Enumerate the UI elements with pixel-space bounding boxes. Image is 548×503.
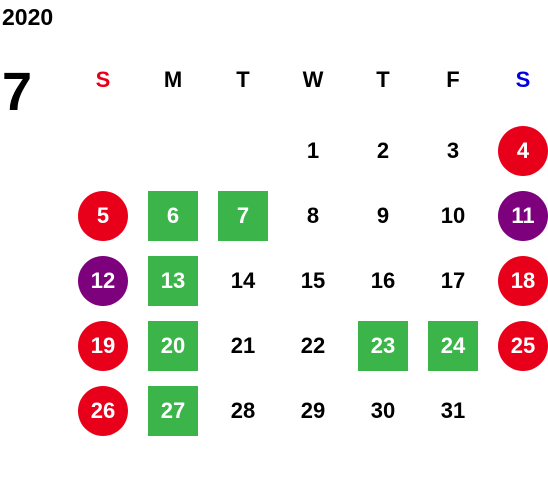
day-number: 13 [148,255,198,306]
week-row: 26 27 28 29 30 31 [68,378,548,443]
day-cell[interactable]: 18 [488,248,548,313]
day-number: 24 [428,320,478,371]
day-cell[interactable]: 9 [348,183,418,248]
day-number: 19 [78,320,128,371]
empty-day-cell [488,378,548,443]
month-number: 7 [2,62,33,122]
weekday-friday: F [446,67,460,92]
day-cell[interactable]: 21 [208,313,278,378]
day-cell[interactable]: 17 [418,248,488,313]
day-number: 28 [230,397,256,423]
day-cell[interactable]: 8 [278,183,348,248]
empty-day-cell [68,118,138,183]
day-cell[interactable]: 30 [348,378,418,443]
weekday-tuesday: T [236,67,250,92]
day-cell[interactable]: 28 [208,378,278,443]
week-row: 19 20 21 22 23 24 25 [68,313,548,378]
day-number: 6 [148,190,198,241]
weekday-header: S M T W T F S [68,62,548,98]
day-number: 7 [218,190,268,241]
day-cell[interactable]: 11 [488,183,548,248]
day-number: 26 [78,385,128,436]
weekday-wednesday: W [302,67,324,92]
day-number: 30 [370,397,396,423]
day-cell[interactable]: 27 [138,378,208,443]
day-number: 14 [230,267,256,293]
empty-day-cell [208,118,278,183]
day-number: 22 [300,332,326,358]
day-cell[interactable]: 29 [278,378,348,443]
day-cell[interactable]: 3 [418,118,488,183]
week-row: 1 2 3 4 [68,118,548,183]
day-number: 11 [498,190,548,241]
day-cell[interactable]: 19 [68,313,138,378]
day-number: 2 [376,137,390,163]
day-number: 18 [498,255,548,306]
day-cell[interactable]: 15 [278,248,348,313]
day-cell[interactable]: 23 [348,313,418,378]
day-cell[interactable]: 13 [138,248,208,313]
day-number: 4 [498,125,548,176]
day-cell[interactable]: 24 [418,313,488,378]
day-number: 29 [300,397,326,423]
day-cell[interactable]: 10 [418,183,488,248]
day-cell[interactable]: 1 [278,118,348,183]
weekday-thursday: T [376,67,390,92]
day-cell[interactable]: 6 [138,183,208,248]
day-number: 8 [306,202,320,228]
day-cell[interactable]: 12 [68,248,138,313]
day-number: 27 [148,385,198,436]
day-cell[interactable]: 20 [138,313,208,378]
year-label: 2020 [2,4,54,30]
day-number: 31 [440,397,466,423]
day-number: 25 [498,320,548,371]
day-number: 20 [148,320,198,371]
weekday-sunday: S [95,67,111,92]
day-number: 15 [300,267,326,293]
day-number: 10 [440,202,466,228]
day-number: 16 [370,267,396,293]
day-cell[interactable]: 26 [68,378,138,443]
day-number: 1 [306,137,320,163]
day-cell[interactable]: 7 [208,183,278,248]
day-number: 3 [446,137,460,163]
day-cell[interactable]: 31 [418,378,488,443]
day-cell[interactable]: 14 [208,248,278,313]
day-cell[interactable]: 25 [488,313,548,378]
day-number: 17 [440,267,466,293]
day-cell[interactable]: 22 [278,313,348,378]
day-number: 5 [78,190,128,241]
day-number: 21 [230,332,256,358]
day-number: 9 [376,202,390,228]
weekday-saturday: S [515,67,531,92]
day-cell[interactable]: 4 [488,118,548,183]
day-number: 23 [358,320,408,371]
day-number: 12 [78,255,128,306]
day-cell[interactable]: 16 [348,248,418,313]
empty-day-cell [138,118,208,183]
week-row: 12 13 14 15 16 17 18 [68,248,548,313]
day-cell[interactable]: 5 [68,183,138,248]
weekday-monday: M [163,67,183,92]
day-cell[interactable]: 2 [348,118,418,183]
